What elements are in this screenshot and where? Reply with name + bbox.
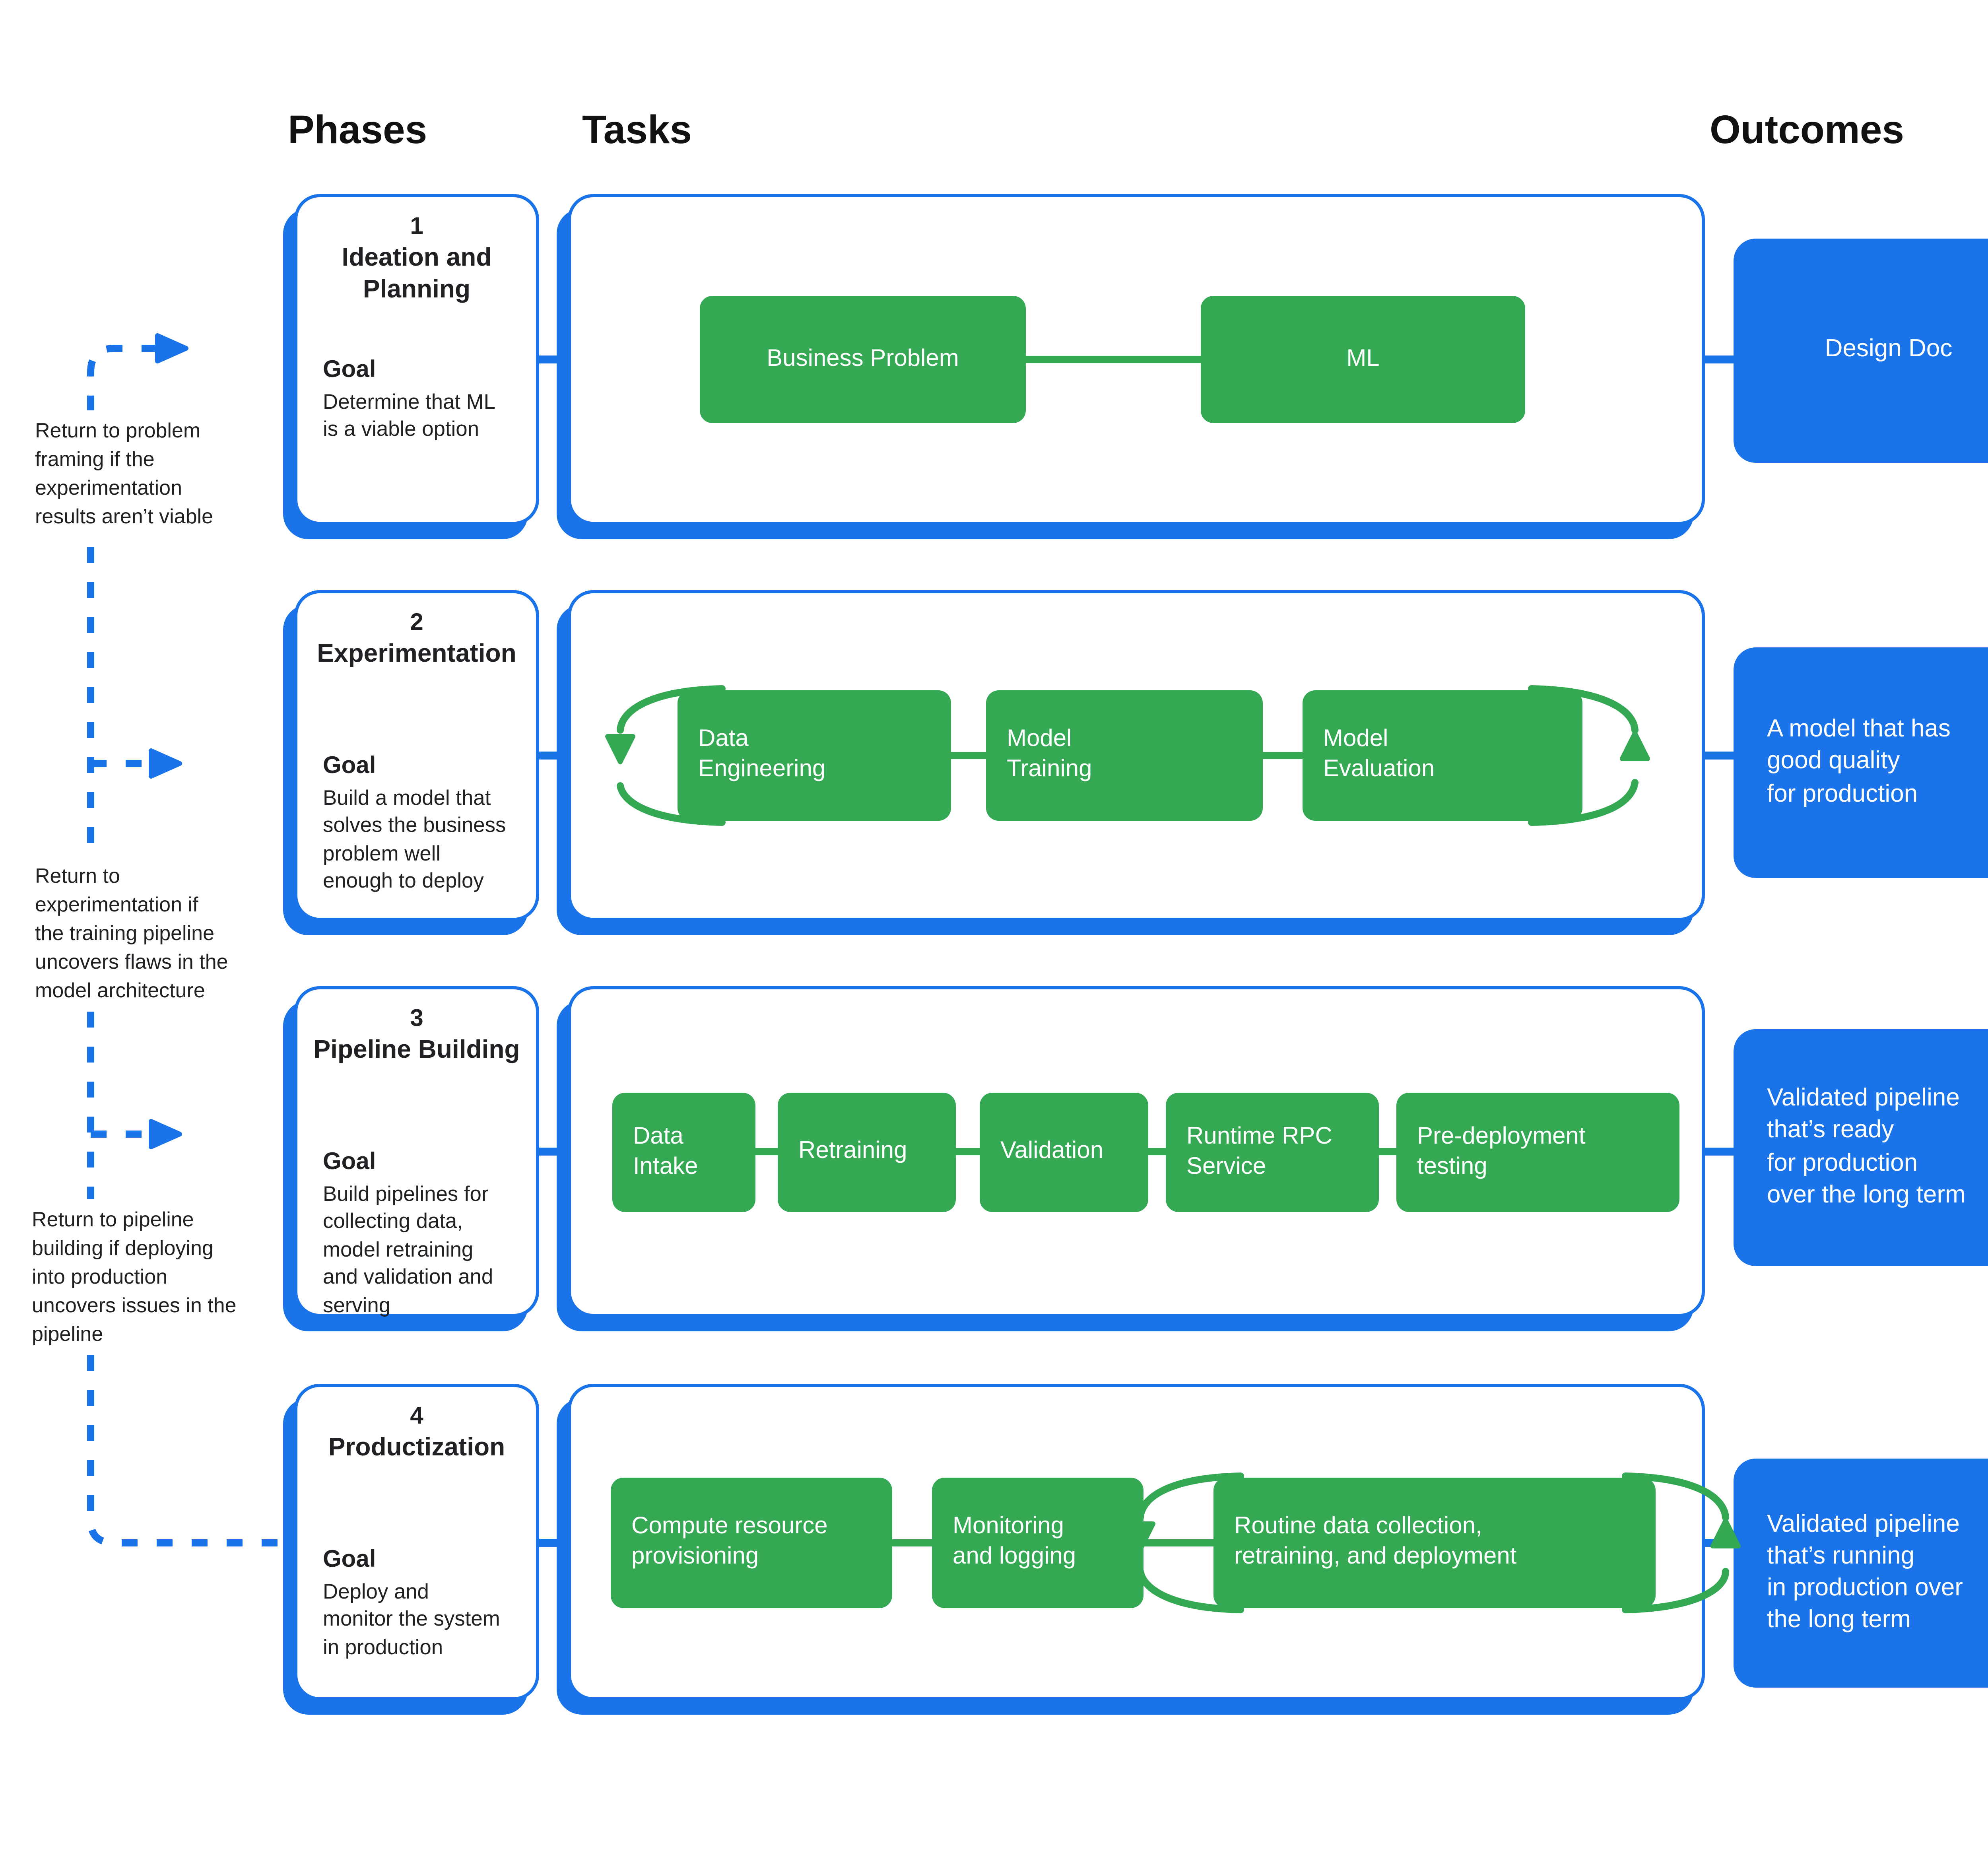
phase-number: 4 [410,1403,423,1430]
task-connectors [755,356,1398,1546]
task-retraining: Retraining [778,1093,956,1212]
task-validation: Validation [980,1093,1148,1212]
phase-title: Pipeline Building [313,1037,520,1064]
arrowhead-right-icon [149,1119,182,1149]
row-connectors [539,355,1735,1547]
goal-text: Deploy and monitor the system in product… [323,1579,500,1659]
phase-number: 1 [410,213,423,240]
phase-number: 3 [410,1005,423,1032]
task-routine-data-collection: Routine data collection, retraining, and… [1213,1478,1656,1608]
task-model-training: Model Training [986,690,1263,821]
goal-label: Goal [323,1148,376,1175]
column-header-outcomes: Outcomes [1710,108,1905,153]
outcome-pipeline-ready: Validated pipeline that’s ready for prod… [1734,1029,1988,1266]
goal-label: Goal [323,1546,376,1573]
goal-label: Goal [323,752,376,779]
phase-title: Productization [328,1435,505,1462]
phase-card-pipeline-building: 3 Pipeline Building Goal Build pipelines… [294,986,539,1317]
annotation-return-experimentation: Return to experimentation if the trainin… [35,862,264,1005]
outcome-design-doc: Design Doc [1734,239,1988,463]
goal-text: Build a model that solves the business p… [323,786,506,893]
phase-title: Experimentation [317,641,516,668]
goal-label: Goal [323,356,376,383]
task-data-intake: Data Intake [612,1093,755,1212]
outcome-model-quality: A model that has good quality for produc… [1734,647,1988,878]
task-model-evaluation: Model Evaluation [1303,690,1582,821]
annotation-return-problem-framing: Return to problem framing if the experim… [35,417,258,531]
task-monitoring-and-logging: Monitoring and logging [932,1478,1143,1608]
task-runtime-rpc-service: Runtime RPC Service [1166,1093,1379,1212]
task-ml: ML [1201,296,1525,423]
phase-card-ideation-planning: 1 Ideation and Planning Goal Determine t… [294,194,539,525]
arrowhead-right-icon [155,333,188,363]
phase-number: 2 [410,609,423,636]
column-header-tasks: Tasks [582,108,692,153]
phase-card-productization: 4 Productization Goal Deploy and monitor… [294,1384,539,1700]
annotation-return-pipeline-building: Return to pipeline building if deploying… [32,1206,267,1348]
task-data-engineering: Data Engineering [678,690,951,821]
outcome-pipeline-running: Validated pipeline that’s running in pro… [1734,1459,1988,1688]
task-compute-resource-provisioning: Compute resource provisioning [611,1478,892,1608]
column-header-phases: Phases [288,108,427,153]
task-pre-deployment-testing: Pre-deployment testing [1396,1093,1679,1212]
task-business-problem: Business Problem [700,296,1026,423]
phase-card-experimentation: 2 Experimentation Goal Build a model tha… [294,590,539,921]
goal-text: Determine that ML is a viable option [323,390,495,441]
goal-text: Build pipelines for collecting data, mod… [323,1182,493,1317]
phase-title: Ideation and Planning [342,245,492,303]
arrowhead-right-icon [149,748,182,779]
